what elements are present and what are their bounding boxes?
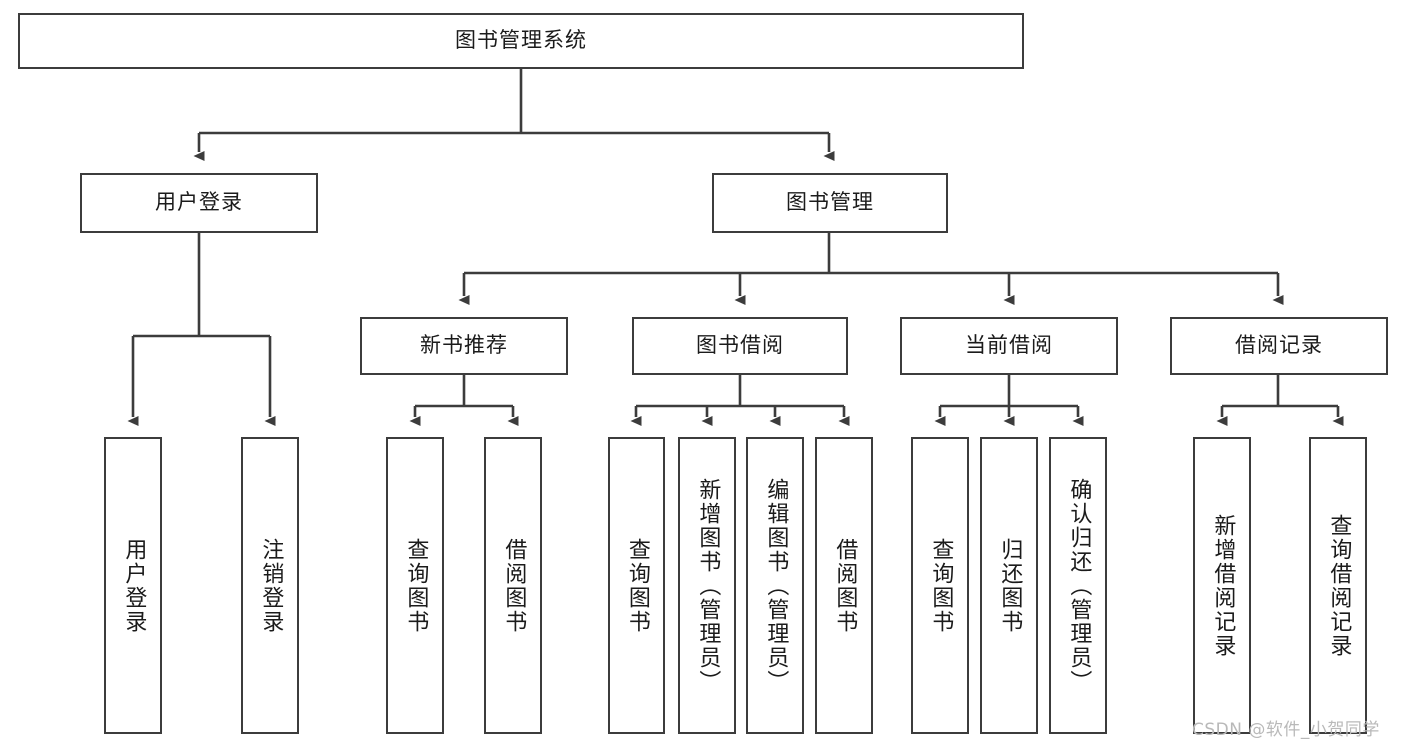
leaf-query-borrow-record[interactable]: 查询借阅记录: [1309, 437, 1367, 734]
leaf-query-book-borrow[interactable]: 查询图书: [608, 437, 665, 734]
csdn-watermark: CSDN @软件_小贺同学: [1192, 720, 1380, 740]
node-label: 借阅图书: [501, 537, 527, 634]
node-label: 借阅图书: [832, 537, 858, 634]
node-book-management[interactable]: 图书管理: [712, 173, 948, 233]
node-label: 查询借阅记录: [1326, 513, 1352, 658]
leaf-return-book[interactable]: 归还图书: [980, 437, 1038, 734]
leaf-confirm-return-admin[interactable]: 确认归还（管理员）: [1049, 437, 1107, 734]
leaf-logout[interactable]: 注销登录: [241, 437, 299, 734]
node-label: 图书管理系统: [455, 28, 587, 53]
node-borrow-records[interactable]: 借阅记录: [1170, 317, 1388, 375]
leaf-query-book-current[interactable]: 查询图书: [911, 437, 969, 734]
node-label: 注销登录: [258, 537, 284, 634]
node-label: 图书借阅: [696, 333, 784, 358]
node-current-borrow[interactable]: 当前借阅: [900, 317, 1118, 375]
node-root-book-management-system[interactable]: 图书管理系统: [18, 13, 1024, 69]
node-label: 新书推荐: [420, 333, 508, 358]
node-user-login[interactable]: 用户登录: [80, 173, 318, 233]
node-label: 确认归还（管理员）: [1066, 477, 1092, 694]
node-label: 查询图书: [928, 537, 954, 634]
node-label: 借阅记录: [1235, 333, 1323, 358]
leaf-borrow-book-newbooks[interactable]: 借阅图书: [484, 437, 542, 734]
node-label: 新增图书（管理员）: [695, 477, 721, 694]
leaf-add-book-admin[interactable]: 新增图书（管理员）: [678, 437, 736, 734]
node-label: 归还图书: [997, 537, 1023, 634]
node-label: 当前借阅: [965, 333, 1053, 358]
node-label: 编辑图书（管理员）: [763, 477, 789, 694]
leaf-edit-book-admin[interactable]: 编辑图书（管理员）: [746, 437, 804, 734]
node-label: 用户登录: [155, 190, 243, 215]
node-label: 查询图书: [624, 537, 650, 634]
leaf-user-login[interactable]: 用户登录: [104, 437, 162, 734]
node-book-borrow[interactable]: 图书借阅: [632, 317, 848, 375]
node-label: 图书管理: [786, 190, 874, 215]
node-label: 新增借阅记录: [1210, 513, 1236, 658]
node-label: 查询图书: [403, 537, 429, 634]
node-label: 用户登录: [121, 537, 147, 634]
leaf-borrow-book-borrow[interactable]: 借阅图书: [815, 437, 873, 734]
node-new-book-recommend[interactable]: 新书推荐: [360, 317, 568, 375]
leaf-add-borrow-record[interactable]: 新增借阅记录: [1193, 437, 1251, 734]
leaf-query-book-newbooks[interactable]: 查询图书: [386, 437, 444, 734]
